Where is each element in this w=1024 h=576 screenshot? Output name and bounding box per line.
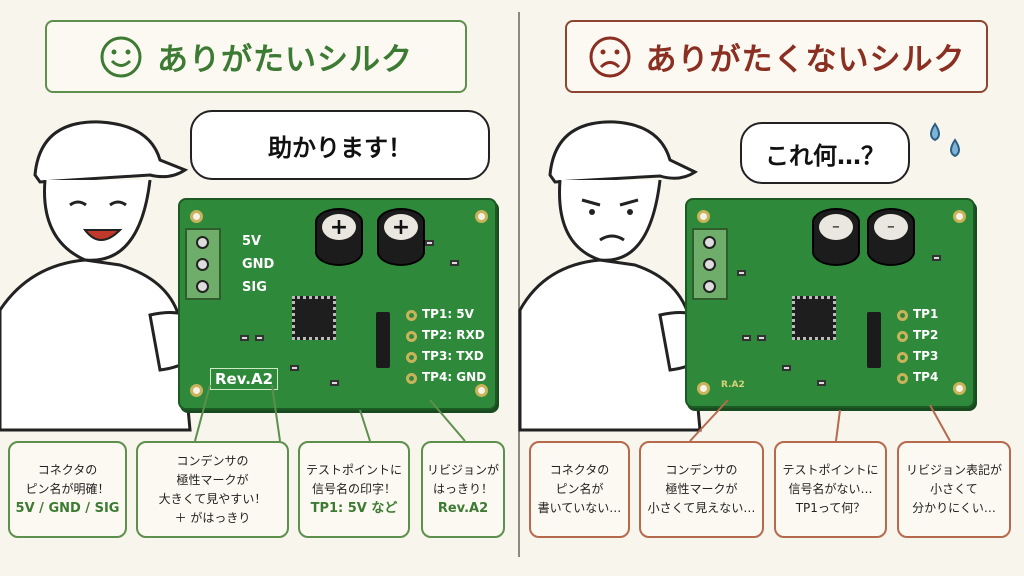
bad-callout-revision: リビジョン表記が 小さくて 分かりにくい… [897,441,1011,538]
happy-worker-illustration [0,120,207,432]
bad-silk-title: ありがたくないシルク [565,20,988,93]
polarity-mark: + [384,214,418,240]
mcu-chip [292,296,336,340]
testpoint-label: TP4: GND [422,370,487,384]
speech-text: これ何…？ [765,141,885,170]
callout-line: コンデンサの [665,463,738,477]
mcu-chip [792,296,836,340]
callout-line: TP1って何？ [795,501,866,515]
callout-line: 書いていない… [537,501,622,515]
confused-worker-illustration [518,120,717,432]
capacitor: − [867,208,915,266]
bad-callout-testpoint: テストポイントに 信号名がない… TP1って何？ [774,441,887,538]
testpoint-label: TP4 [913,370,939,384]
good-speech-bubble: 助かります！ [190,110,490,180]
callout-line: コネクタの [37,463,98,477]
callout-line: テストポイントに [782,463,879,477]
mount-hole [190,210,203,223]
callout-line: はっきり！ [432,482,493,496]
bad-speech-bubble: これ何…？ [740,122,910,184]
good-title-text: ありがたいシルク [157,42,413,78]
mount-hole [697,382,710,395]
mount-hole [953,382,966,395]
callout-highlight: TP1: 5V など [310,501,398,516]
mount-hole [190,384,203,397]
pin-label-5v: 5V [242,234,262,249]
testpoint-label: TP3 [913,349,939,363]
callout-line: 大きくて見やすい！ [158,491,267,506]
good-callout-connector: コネクタの ピン名が明確！ 5V / GND / SIG [8,441,127,538]
mount-hole [697,210,710,223]
callout-line: 分かりにくい… [912,501,996,515]
callout-line: 信号名がない… [788,482,873,496]
revision-label: Rev.A2 [210,368,279,390]
callout-line: コンデンサの [176,453,249,468]
mount-hole [475,384,488,397]
good-callout-testpoint: テストポイントに 信号名の印字！ TP1: 5V など [298,441,410,538]
capacitor: − [812,208,860,266]
pin-label-sig: SIG [242,280,267,295]
smiley-face-icon [100,36,142,77]
testpoint-label: TP2: RXD [422,328,485,342]
bad-callout-connector: コネクタの ピン名が 書いていない… [529,441,630,538]
callout-line: コネクタの [549,463,610,477]
capacitor: + [377,208,425,266]
bad-title-text: ありがたくないシルク [645,42,966,78]
bad-pcb: − − TP1 TP2 TP3 TP4 R.A2 [685,198,975,408]
callout-highlight: Rev.A2 [437,501,489,516]
terminal-block [185,228,221,300]
testpoint-label: TP3: TXD [422,349,484,363]
mount-hole [475,210,488,223]
callout-line: ピン名が [555,482,604,496]
capacitor: + [315,208,363,266]
polarity-mark: − [819,214,853,240]
frowning-face-icon [589,36,630,77]
pin-header [376,312,390,368]
callout-line: 小さくて見えない… [647,501,756,515]
divider [518,12,520,557]
testpoint-label: TP2 [913,328,939,342]
good-silk-title: ありがたいシルク [45,20,467,93]
callout-line: 信号名の印字！ [311,482,396,496]
good-callout-revision: リビジョンが はっきり！ Rev.A2 [421,441,505,538]
callout-highlight: ＋ がはっきり [174,510,251,525]
revision-label: R.A2 [721,380,745,390]
callout-line: テストポイントに [305,463,402,477]
callout-line: リビジョンが [426,463,499,477]
good-callout-capacitor: コンデンサの 極性マークが 大きくて見やすい！ ＋ がはっきり [136,441,289,538]
callout-line: 極性マークが [665,482,738,496]
good-pcb: 5V GND SIG + + TP1: 5V TP2: RXD TP3: TXD… [178,198,497,410]
bad-callout-capacitor: コンデンサの 極性マークが 小さくて見えない… [639,441,764,538]
callout-line: 小さくて [930,482,978,496]
mount-hole [953,210,966,223]
callout-line: リビジョン表記が [905,463,1002,477]
sweat-drops-icon [930,122,960,158]
callout-line: ピン名が明確！ [25,482,110,496]
callout-line: 極性マークが [176,472,249,487]
polarity-mark: − [874,214,908,240]
pin-label-gnd: GND [242,257,275,272]
speech-text: 助かります！ [268,133,412,162]
testpoint-label: TP1: 5V [422,307,474,321]
terminal-block [692,228,728,300]
testpoint-label: TP1 [913,307,939,321]
polarity-mark: + [322,214,356,240]
callout-highlight: 5V / GND / SIG [15,501,120,516]
pin-header [867,312,881,368]
